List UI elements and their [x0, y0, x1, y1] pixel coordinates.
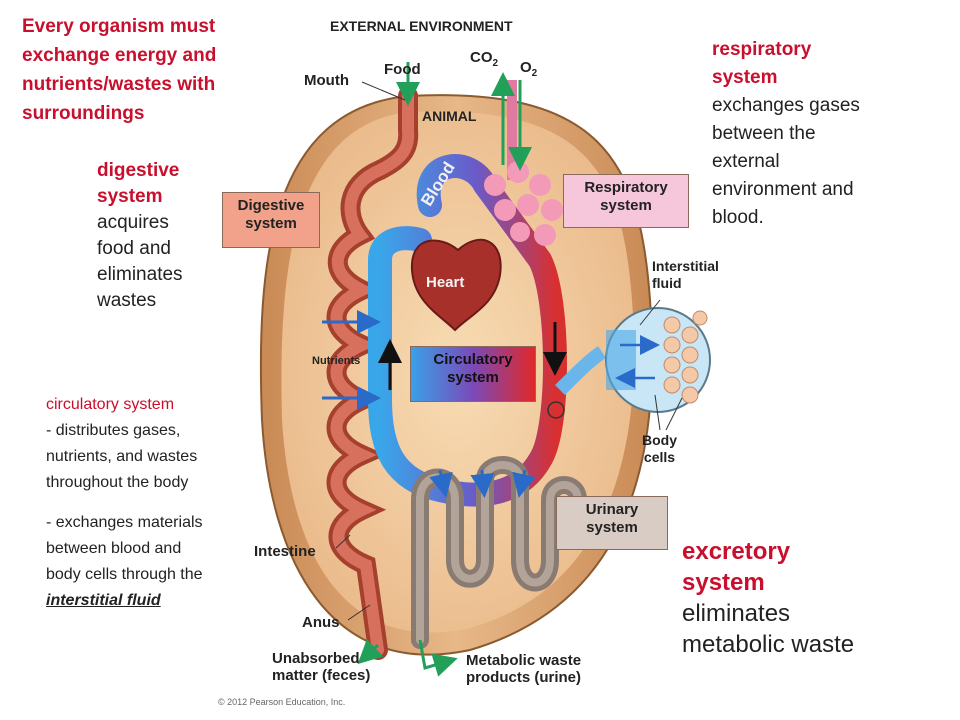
- heart-label: Heart: [426, 274, 465, 291]
- circulatory-system-box: Circulatory system: [410, 346, 536, 402]
- digestive-note: digestive system acquires food and elimi…: [97, 160, 183, 311]
- urinary-system-box: Urinary system: [556, 496, 668, 550]
- unabsorbed-label: Unabsorbed matter (feces): [272, 650, 371, 684]
- digestive-system-box: Digestive system: [222, 192, 320, 248]
- mouth-label: Mouth: [304, 72, 349, 89]
- metabolic-waste-label: Metabolic waste products (urine): [466, 652, 582, 686]
- interstitial-fluid-emphasis: interstitial fluid: [46, 592, 161, 609]
- co2-label: CO2: [470, 49, 499, 69]
- animal-label: ANIMAL: [422, 108, 477, 124]
- food-label: Food: [384, 61, 421, 78]
- copyright: © 2012 Pearson Education, Inc.: [218, 697, 346, 707]
- body-cells-label: Body cells: [642, 432, 677, 465]
- excretory-note: excretory system eliminates metabolic wa…: [682, 538, 855, 658]
- heart: [410, 238, 502, 332]
- respiratory-note: respiratory system exchanges gases betwe…: [712, 39, 860, 228]
- respiratory-system-box: Respiratory system: [563, 174, 689, 228]
- interstitial-zoom: [605, 307, 711, 413]
- intestine-label: Intestine: [254, 543, 316, 560]
- nutrients-label: Nutrients: [312, 355, 361, 367]
- interstitial-fluid-label: Interstitial fluid: [652, 258, 719, 291]
- anus-label: Anus: [302, 614, 340, 631]
- external-environment-label: EXTERNAL ENVIRONMENT: [330, 18, 513, 34]
- o2-label: O2: [520, 59, 538, 79]
- circulatory-note: circulatory system - distributes gases, …: [46, 392, 276, 614]
- headline: Every organism must exchange energy and …: [22, 16, 217, 124]
